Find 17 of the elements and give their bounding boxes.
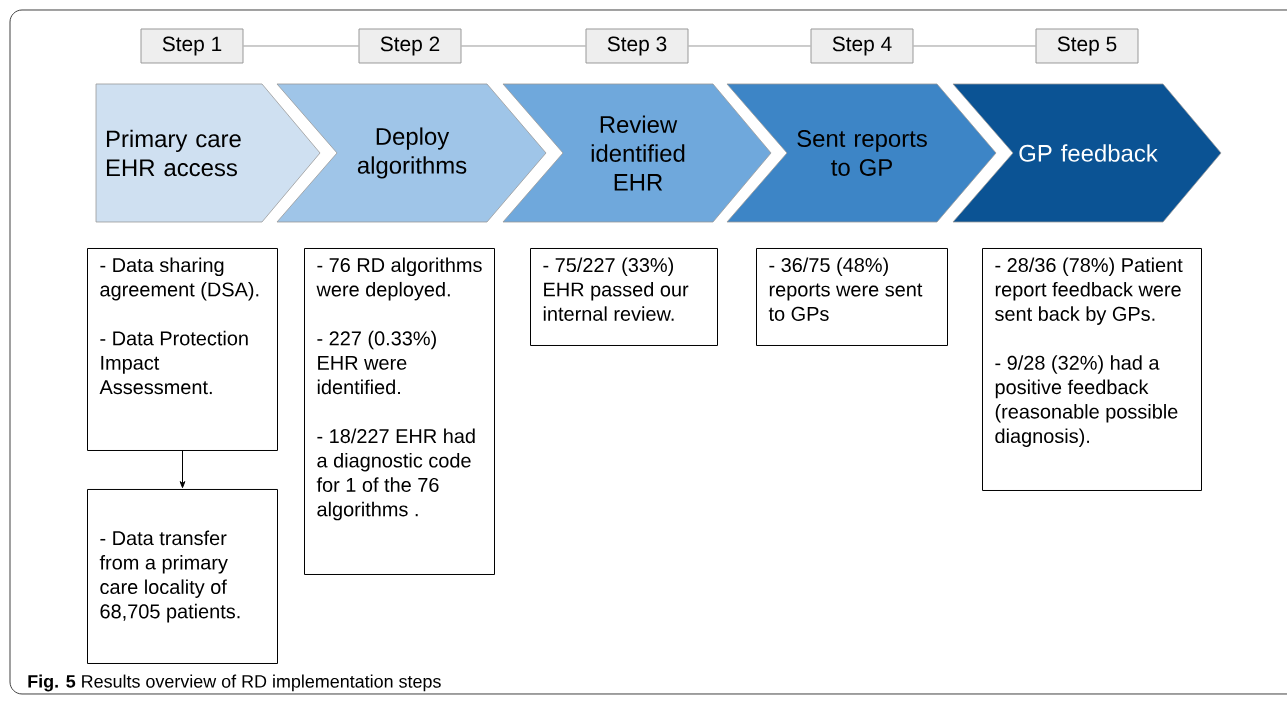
connector-line <box>243 45 359 47</box>
note-box: - 75/227 (33%) EHR passed our internal review. <box>530 248 718 346</box>
step-box: Step 2 <box>358 28 462 64</box>
step-box: Step 3 <box>585 28 689 64</box>
connector-line <box>913 45 1036 47</box>
note-box: - Data transfer from a primary care locality of 68,705 patients. <box>87 489 278 664</box>
note-box: - 36/75 (48%) reports were sent to GPs <box>756 248 948 346</box>
step-box: Step 5 <box>1035 28 1139 64</box>
note-box: - 76 RD algorithms were deployed. - 227 (0.33%) EHR were identified. - 18/227 EHR had a diagnostic code for 1 of the 76 algorithms . <box>304 248 495 575</box>
connector-line <box>461 45 586 47</box>
step-box: Step 4 <box>810 28 914 64</box>
arrow <box>179 450 186 489</box>
step-box: Step 1 <box>140 28 244 64</box>
figure-caption: Fig. 5 Results overview of RD implementation steps <box>28 674 441 692</box>
note-box: - Data sharing agreement (DSA). - Data Protection Impact Assessment. <box>87 248 278 451</box>
note-box: - 28/36 (78%) Patient report feedback were sent back by GPs. - 9/28 (32%) had a positive feedback (reasonable possible diagnosis). <box>982 248 1202 491</box>
connector-line <box>688 45 811 47</box>
